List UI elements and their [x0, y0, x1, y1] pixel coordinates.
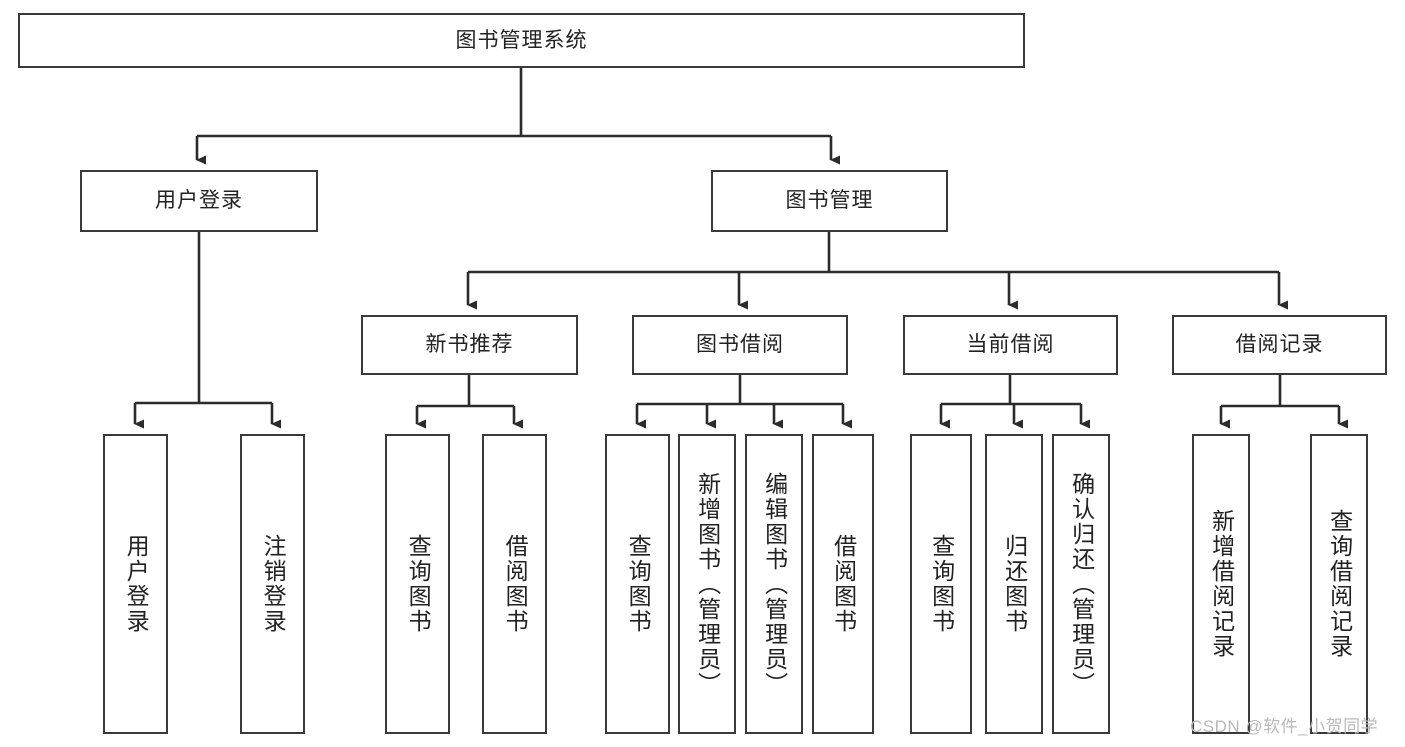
node-label: 查询借阅记录 — [1326, 509, 1353, 659]
node-label: 归还图书 — [1001, 534, 1028, 634]
leaf-query-book-current[interactable]: 查询图书 — [910, 434, 972, 734]
node-label: 新书推荐 — [425, 333, 514, 357]
node-label: 查询图书 — [405, 534, 432, 634]
csdn-watermark: CSDN @软件_小贺同学 — [1190, 717, 1379, 736]
node-label: 查询图书 — [625, 534, 652, 634]
node-label: 查询图书 — [928, 534, 955, 634]
node-book-borrow[interactable]: 图书借阅 — [632, 315, 848, 375]
leaf-confirm-return-admin[interactable]: 确认归还（管理员） — [1052, 434, 1110, 734]
node-label: 确认归还（管理员） — [1068, 471, 1095, 697]
node-borrow-record[interactable]: 借阅记录 — [1172, 315, 1387, 375]
node-label: 新增借阅记录 — [1208, 509, 1235, 659]
leaf-borrow-book-recommend[interactable]: 借阅图书 — [482, 434, 547, 734]
leaf-borrow-book[interactable]: 借阅图书 — [812, 434, 874, 734]
node-label: 借阅图书 — [502, 534, 529, 634]
node-label: 图书管理系统 — [455, 28, 588, 52]
leaf-add-book-admin[interactable]: 新增图书（管理员） — [678, 434, 736, 734]
leaf-add-borrow-record[interactable]: 新增借阅记录 — [1192, 434, 1250, 734]
leaf-edit-book-admin[interactable]: 编辑图书（管理员） — [745, 434, 803, 734]
leaf-user-login[interactable]: 用户登录 — [103, 434, 168, 734]
node-label: 注销登录 — [260, 534, 287, 634]
node-label: 图书借阅 — [696, 333, 784, 357]
node-book-management[interactable]: 图书管理 — [711, 170, 948, 232]
node-root-book-management-system[interactable]: 图书管理系统 — [18, 13, 1025, 68]
node-user-login[interactable]: 用户登录 — [80, 170, 318, 232]
node-label: 用户登录 — [155, 189, 243, 213]
node-current-borrow[interactable]: 当前借阅 — [903, 315, 1118, 375]
leaf-user-logout[interactable]: 注销登录 — [240, 434, 305, 734]
node-label: 新增图书（管理员） — [694, 471, 721, 697]
node-label: 编辑图书（管理员） — [761, 471, 788, 697]
leaf-query-book-recommend[interactable]: 查询图书 — [385, 434, 450, 734]
leaf-return-book[interactable]: 归还图书 — [985, 434, 1043, 734]
node-label: 借阅图书 — [830, 534, 857, 634]
node-label: 图书管理 — [785, 189, 874, 213]
node-new-book-recommend[interactable]: 新书推荐 — [361, 315, 578, 375]
node-label: 当前借阅 — [966, 333, 1055, 357]
node-label: 用户登录 — [123, 534, 150, 634]
node-label: 借阅记录 — [1235, 333, 1324, 357]
leaf-query-borrow-record[interactable]: 查询借阅记录 — [1310, 434, 1368, 734]
leaf-query-book-borrow[interactable]: 查询图书 — [605, 434, 670, 734]
